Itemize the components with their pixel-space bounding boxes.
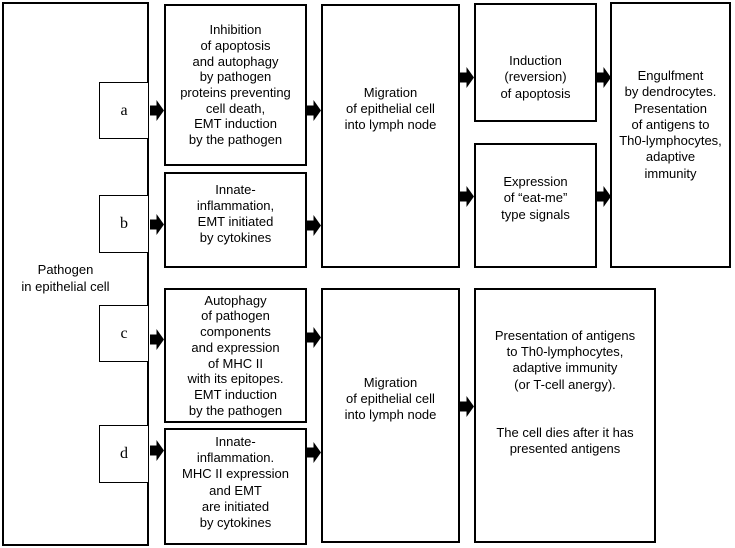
- branch-label-a: a: [120, 101, 128, 119]
- migration-lymph-node-top-box: Migration of epithelial cell into lymph …: [321, 4, 460, 268]
- arrow-eat-me-to-engulfment-icon: [596, 185, 611, 207]
- arrow-migration-to-induction-icon: [460, 67, 474, 88]
- antigen-presentation-text: Presentation of antigens to Th0-lymphocy…: [494, 328, 636, 457]
- arrow-induction-to-engulfment-icon: [596, 67, 611, 88]
- branch-box-d: d: [99, 425, 149, 483]
- arrow-innate-b-to-migration-icon: [307, 215, 321, 236]
- autophagy-mhc-box: Autophagy of pathogen components and exp…: [164, 288, 307, 423]
- branch-label-d: d: [120, 445, 128, 462]
- branch-label-c: c: [120, 324, 128, 342]
- arrow-a-to-inhibition-icon: [149, 100, 164, 121]
- innate-inflammation-d-text: Innate- inflammation. MHC II expression …: [182, 433, 289, 530]
- innate-inflammation-b-text: Innate- inflammation, EMT initiated by c…: [196, 181, 275, 246]
- arrow-inhibition-to-migration-icon: [307, 100, 321, 121]
- arrow-migration-to-presentation-icon: [460, 395, 474, 417]
- migration-lymph-node-bottom-box: Migration of epithelial cell into lymph …: [321, 288, 460, 543]
- branch-box-c: c: [99, 305, 149, 362]
- arrow-d-to-innate-icon: [149, 440, 164, 461]
- arrow-c-to-autophagy-icon: [149, 329, 164, 350]
- arrow-b-to-innate-icon: [149, 214, 164, 235]
- migration-lymph-node-top-text: Migration of epithelial cell into lymph …: [344, 84, 437, 133]
- induction-apoptosis-text: Induction (reversion) of apoptosis: [500, 53, 571, 101]
- arrow-migration-to-eat-me-icon: [460, 185, 474, 207]
- antigen-presentation-box: Presentation of antigens to Th0-lymphocy…: [474, 288, 656, 543]
- arrow-innate-d-to-migration-icon: [307, 442, 321, 463]
- inhibition-apoptosis-text: Inhibition of apoptosis and autophagy by…: [180, 22, 291, 148]
- autophagy-mhc-text: Autophagy of pathogen components and exp…: [187, 292, 284, 418]
- engulfment-dendrocytes-box: Engulfment by dendrocytes. Presentation …: [610, 2, 731, 268]
- pathogen-cell-label: Pathogen in epithelial cell: [21, 262, 110, 294]
- migration-lymph-node-bottom-text: Migration of epithelial cell into lymph …: [344, 374, 437, 423]
- innate-inflammation-b-box: Innate- inflammation, EMT initiated by c…: [164, 172, 307, 268]
- branch-label-b: b: [120, 215, 128, 232]
- innate-inflammation-d-box: Innate- inflammation. MHC II expression …: [164, 428, 307, 545]
- inhibition-apoptosis-box: Inhibition of apoptosis and autophagy by…: [164, 4, 307, 166]
- engulfment-dendrocytes-text: Engulfment by dendrocytes. Presentation …: [619, 68, 722, 181]
- eat-me-signals-text: Expression of “eat-me” type signals: [501, 174, 570, 222]
- branch-box-a: a: [99, 82, 149, 139]
- branch-box-b: b: [99, 195, 149, 253]
- eat-me-signals-box: Expression of “eat-me” type signals: [474, 143, 597, 268]
- arrow-autophagy-to-migration-icon: [307, 327, 321, 348]
- induction-apoptosis-box: Induction (reversion) of apoptosis: [474, 3, 597, 122]
